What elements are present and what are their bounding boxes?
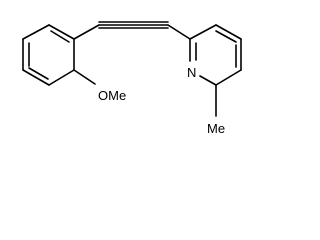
benzene-ring <box>22 24 75 86</box>
benzene-bond-bottom-left <box>22 69 50 86</box>
benzene-to-alkyne-bond <box>73 24 100 40</box>
alkyne-linker <box>73 21 191 40</box>
benzene-inner-double-bond-lower <box>28 67 49 80</box>
benzene-bond-bottom-right <box>48 69 75 86</box>
benzene-inner-double-bond-upper <box>50 30 70 43</box>
pyridine-bond-bottom-right <box>215 69 242 86</box>
benzene-bond-top-left <box>22 24 50 40</box>
pyridine-bond-bottom-left <box>199 75 217 86</box>
methyl-label: Me <box>207 121 225 136</box>
methoxy-label: OMe <box>98 88 126 103</box>
chemical-structure-canvas: OMe N Me <box>22 21 242 136</box>
pyridine-ring <box>189 24 242 86</box>
substituents <box>73 69 217 117</box>
atom-labels: OMe N Me <box>98 65 225 136</box>
pyridine-bond-top-right <box>215 24 242 40</box>
methoxy-bond <box>73 69 96 85</box>
nitrogen-label: N <box>187 65 196 80</box>
benzene-bond-top-right <box>48 24 75 40</box>
pyridine-inner-double-bond-top <box>215 30 237 43</box>
molecule-diagram: OMe N Me <box>22 21 242 136</box>
pyridine-bond-top-left <box>189 24 217 40</box>
alkyne-to-pyridine-bond <box>167 24 191 40</box>
